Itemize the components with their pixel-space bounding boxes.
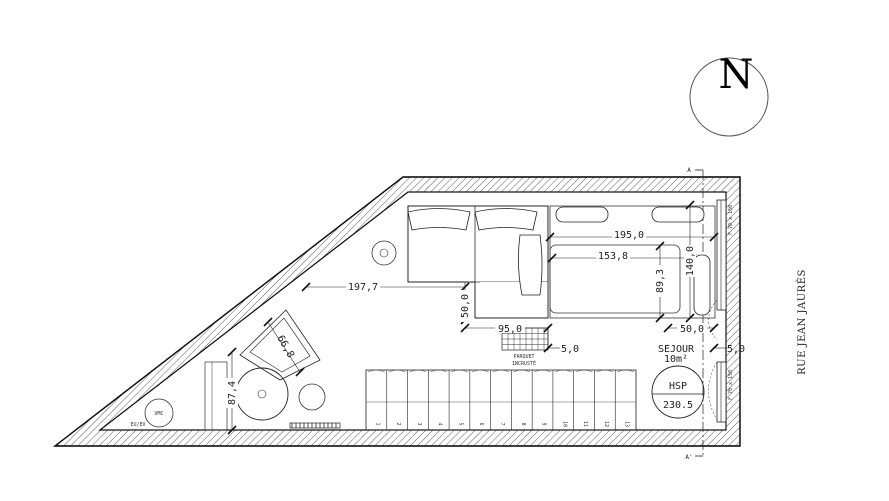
north-compass: N <box>689 52 769 137</box>
round-table <box>371 240 397 266</box>
stair-number: 3 <box>416 422 422 425</box>
stair-number: 8 <box>520 422 526 425</box>
dim-66: 66,8 <box>274 334 296 360</box>
stair-number: 11 <box>582 421 588 427</box>
sofa <box>407 205 549 319</box>
stair-number: 7 <box>499 422 505 425</box>
stair-nosing <box>534 369 552 373</box>
stair-nosing <box>409 369 427 373</box>
room-label: SEJOUR 10m² <box>658 344 695 365</box>
room-area: 10m² <box>664 354 688 365</box>
room-name: SEJOUR <box>658 344 695 355</box>
dim-89: 89,3 <box>655 269 666 293</box>
street-name: RUE JEAN JAURÈS <box>796 269 808 375</box>
storage-column <box>204 361 228 431</box>
stair-nosing <box>492 369 510 373</box>
ecoev-label: EU/EV <box>130 422 145 428</box>
stair-number: 13 <box>624 421 630 427</box>
exterior-walls <box>52 176 741 447</box>
dim-195: 195,0 <box>614 230 644 241</box>
dim-197: 197,7 <box>348 282 378 293</box>
stair-nosing <box>554 369 572 373</box>
stair-number: 10 <box>561 421 567 427</box>
stair-number: 4 <box>437 422 443 425</box>
dim-153: 153,8 <box>598 251 628 262</box>
dim-95: 95,0 <box>498 324 522 335</box>
stair-number: 5 <box>457 422 463 425</box>
stair-nosing <box>471 369 489 373</box>
stair-number: 9 <box>541 422 547 425</box>
vmc-label: VMC <box>154 411 163 417</box>
dim-50-vertical: 50,0 <box>460 294 471 318</box>
parquet-label-1: PARQUET <box>513 354 534 360</box>
dim-5-b: 5,0 <box>727 344 745 355</box>
bed <box>549 205 716 319</box>
stair-nosing <box>513 369 531 373</box>
hsp-label: HSP <box>669 381 687 392</box>
stair-number: 12 <box>603 421 609 427</box>
stair-nosing <box>367 369 385 373</box>
dim-5-a: 5,0 <box>561 344 579 355</box>
stair-nosing <box>596 369 614 373</box>
stair-number: 1 <box>374 422 380 425</box>
svg-text:F 70 x 150: F 70 x 150 <box>728 370 734 400</box>
stair-nosing <box>617 369 635 373</box>
dim-50-horizontal: 50,0 <box>680 324 704 335</box>
dim-140: 140,0 <box>685 246 696 276</box>
section-line: A A' <box>685 167 704 461</box>
section-mark-top: A <box>687 167 691 174</box>
hsp-marker: HSP 230.5 <box>651 365 705 419</box>
parquet-label-2: INCRUSTÉ <box>512 359 536 367</box>
dimension-labels: 195,0 153,8 140,0 89,3 197,7 50,0 95,0 5… <box>226 229 745 408</box>
section-mark-bottom: A' <box>685 454 692 461</box>
window-right: F 70 x 150 F 70 x 150 <box>708 199 734 423</box>
svg-text:F 70 x 150: F 70 x 150 <box>728 205 734 235</box>
vmc: VMC EU/EV <box>130 398 174 428</box>
stair-number: 6 <box>478 422 484 425</box>
radiator <box>289 422 341 429</box>
compass-circle-icon <box>689 57 769 137</box>
stair-nosing <box>450 369 468 373</box>
stair-nosing <box>430 369 448 373</box>
round-table-2 <box>235 367 326 421</box>
stair-number: 2 <box>395 422 401 425</box>
compass-letter: N <box>719 52 754 98</box>
dim-87: 87,4 <box>227 381 238 405</box>
stair-nosing <box>388 369 406 373</box>
stair-nosing <box>575 369 593 373</box>
hsp-value: 230.5 <box>663 400 693 411</box>
